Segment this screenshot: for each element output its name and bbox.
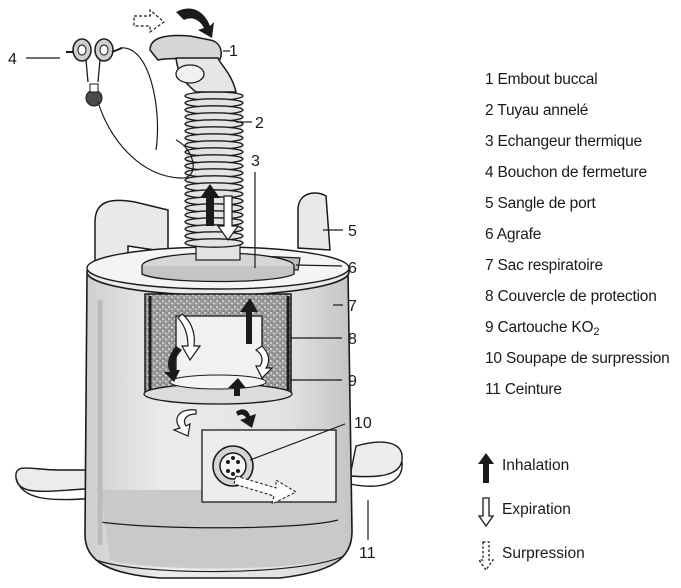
legend-item-5: 5 Sangle de port	[485, 188, 681, 219]
legend-item-9: 9 Cartouche KO2	[485, 312, 681, 343]
callout-3: 3	[251, 153, 260, 170]
hose-rib	[185, 239, 243, 247]
legend-item-7: 7 Sac respiratoire	[485, 250, 681, 281]
legend-item-6: 6 Agrafe	[485, 219, 681, 250]
callout-11: 11	[359, 545, 376, 562]
legend-item-11: 11 Ceinture	[485, 374, 681, 405]
callout-6: 6	[348, 260, 357, 277]
callout-8: 8	[348, 331, 357, 348]
dashed-arrow-down-icon	[478, 541, 494, 571]
mouthpiece	[150, 36, 236, 92]
flow-item-expiration: Expiration	[478, 495, 678, 539]
ko2-cartridge	[144, 294, 292, 404]
flow-label-surpression: Surpression	[502, 545, 585, 563]
relief-valve	[202, 430, 336, 504]
callout-4: 4	[8, 51, 17, 68]
component-legend: 1 Embout buccal 2 Tuyau annelé 3 Echange…	[485, 64, 681, 405]
legend-item-1: 1 Embout buccal	[485, 64, 681, 95]
closing-plug	[66, 39, 193, 178]
legend-item-8: 8 Couvercle de protection	[485, 281, 681, 312]
flow-label-inhalation: Inhalation	[502, 457, 569, 475]
top-flow-arrows	[134, 8, 214, 38]
callout-5: 5	[348, 223, 357, 240]
callout-2: 2	[255, 115, 264, 132]
flow-item-surpression: Surpression	[478, 539, 678, 583]
callout-9: 9	[348, 373, 357, 390]
flow-label-expiration: Expiration	[502, 501, 571, 519]
callout-10: 10	[354, 415, 372, 432]
legend-item-4: 4 Bouchon de fermeture	[485, 157, 681, 188]
legend-item-2: 2 Tuyau annelé	[485, 95, 681, 126]
solid-arrow-up-icon	[478, 453, 494, 483]
legend-item-10: 10 Soupape de surpression	[485, 343, 681, 374]
airflow-legend: Inhalation Expiration Surpression	[478, 451, 678, 583]
flow-item-inhalation: Inhalation	[478, 451, 678, 495]
callout-7: 7	[348, 298, 357, 315]
legend-item-3: 3 Echangeur thermique	[485, 126, 681, 157]
outline-arrow-down-icon	[478, 497, 494, 527]
callout-1: 1	[229, 43, 238, 60]
